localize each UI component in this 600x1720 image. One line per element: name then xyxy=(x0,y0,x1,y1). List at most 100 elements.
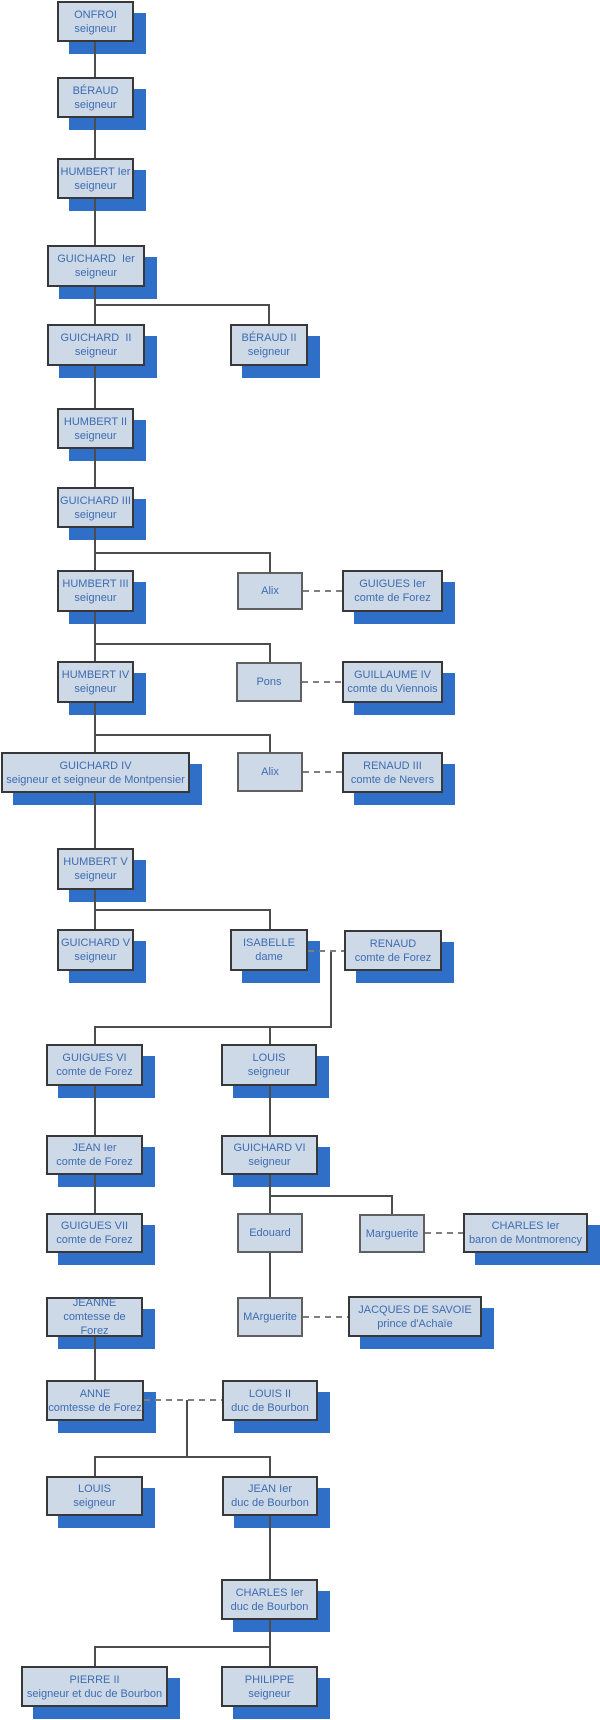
person-title: comte de Forez xyxy=(56,1066,133,1078)
person-name: GUIGUES VII xyxy=(60,1220,129,1232)
descent-line xyxy=(95,552,271,572)
person-title: seigneur xyxy=(247,346,291,358)
person-name: GUICHARD IV xyxy=(59,759,132,772)
person-box-humbert-4: HUMBERT IV seigneur xyxy=(57,661,134,703)
person-title: seigneur xyxy=(74,98,117,111)
person-name: Marguerite xyxy=(365,1227,419,1240)
person-name: HUMBERT III xyxy=(62,578,129,590)
person-title: seigneur xyxy=(73,1497,116,1509)
person-title: seigneur xyxy=(74,870,117,882)
person-name: GUIGUES VI xyxy=(62,1052,127,1064)
person-name: LOUIS II xyxy=(248,1387,292,1400)
person-box-edouard: Edouard xyxy=(237,1213,303,1253)
person-box-humbert-5: HUMBERT V seigneur xyxy=(57,848,134,890)
person-box-guichard-1: GUICHARD Ier seigneur xyxy=(47,245,145,287)
person-title: seigneur xyxy=(74,22,117,35)
person-name: LOUIS xyxy=(77,1483,111,1495)
person-name: ONFROI xyxy=(74,8,117,21)
person-name: PHILIPPE xyxy=(244,1673,295,1686)
person-title: comte de Forez xyxy=(56,1156,133,1168)
person-name: BÉRAUD II xyxy=(241,332,297,344)
person-title: comte de Forez xyxy=(56,1234,133,1246)
person-name: HUMBERT Ier xyxy=(60,165,131,178)
person-title: duc de Bourbon xyxy=(231,1401,309,1414)
person-name: CHARLES Ier xyxy=(491,1220,560,1232)
person-name: GUIGUES Ier xyxy=(359,578,426,590)
person-name: ANNE xyxy=(79,1387,111,1400)
descent-line xyxy=(95,304,270,324)
person-name: HUMBERT IV xyxy=(61,669,130,681)
person-box-guichard-2: GUICHARD II seigneur xyxy=(47,324,145,366)
person-name: ISABELLE xyxy=(243,937,295,949)
person-name: Pons xyxy=(256,676,282,688)
person-name: BÉRAUD xyxy=(72,84,119,97)
person-title: comtesse de Forez xyxy=(63,1311,129,1337)
person-title: duc de Bourbon xyxy=(230,1600,309,1613)
person-box-marguerite-2: MArguerite xyxy=(237,1297,303,1337)
person-box-jeanne: JEANNE comtesse de Forez xyxy=(46,1297,143,1337)
person-box-pons: Pons xyxy=(236,662,302,702)
person-name: HUMBERT II xyxy=(63,415,128,428)
descent-line xyxy=(94,1646,271,1666)
person-title: prince d'Achaïe xyxy=(377,1317,453,1330)
person-name: LOUIS xyxy=(252,1052,286,1064)
person-title: seigneur xyxy=(74,951,117,963)
person-name: Edouard xyxy=(249,1227,291,1239)
person-title: seigneur xyxy=(74,267,118,279)
person-title: seigneur xyxy=(74,508,117,521)
person-box-humbert-3: HUMBERT III seigneur xyxy=(57,570,134,612)
descent-line xyxy=(95,909,271,929)
person-title: seigneur xyxy=(247,1066,291,1078)
person-box-marguerite-1: Marguerite xyxy=(359,1214,425,1253)
person-title: seigneur xyxy=(74,346,118,358)
person-box-beraud-2: BÉRAUD II seigneur xyxy=(230,324,308,366)
person-title: comtesse de Forez xyxy=(48,1401,142,1414)
person-name: CHARLES Ier xyxy=(235,1586,304,1599)
person-box-alix-2: Alix xyxy=(237,752,303,792)
person-box-louis: LOUIS seigneur xyxy=(221,1044,317,1086)
person-name: MArguerite xyxy=(243,1311,297,1323)
person-name: HUMBERT V xyxy=(63,856,128,868)
descent-line xyxy=(94,1456,271,1476)
person-title: seigneur xyxy=(74,429,117,442)
person-name: JEAN Ier xyxy=(247,1483,292,1495)
person-box-louis-b: LOUIS seigneur xyxy=(46,1476,143,1516)
person-title: seigneur xyxy=(74,683,117,695)
person-box-alix-1: Alix xyxy=(237,572,303,610)
descent-line xyxy=(270,1195,393,1214)
person-box-guigues-6: GUIGUES VI comte de Forez xyxy=(46,1044,143,1086)
person-name: RENAUD III xyxy=(363,759,422,772)
person-box-jean-1-forez: JEAN Ier comte de Forez xyxy=(46,1135,143,1175)
person-name: JEANNE xyxy=(72,1297,117,1309)
person-name: GUICHARD II xyxy=(60,332,132,344)
person-title: seigneur xyxy=(74,592,117,604)
person-box-guigues-7: GUIGUES VII comte de Forez xyxy=(46,1213,143,1253)
person-name: GUICHARD Ier xyxy=(57,253,135,265)
person-name: Alix xyxy=(261,585,279,597)
person-name: GUILLAUME IV xyxy=(353,669,432,681)
person-name: JEAN Ier xyxy=(72,1142,117,1154)
